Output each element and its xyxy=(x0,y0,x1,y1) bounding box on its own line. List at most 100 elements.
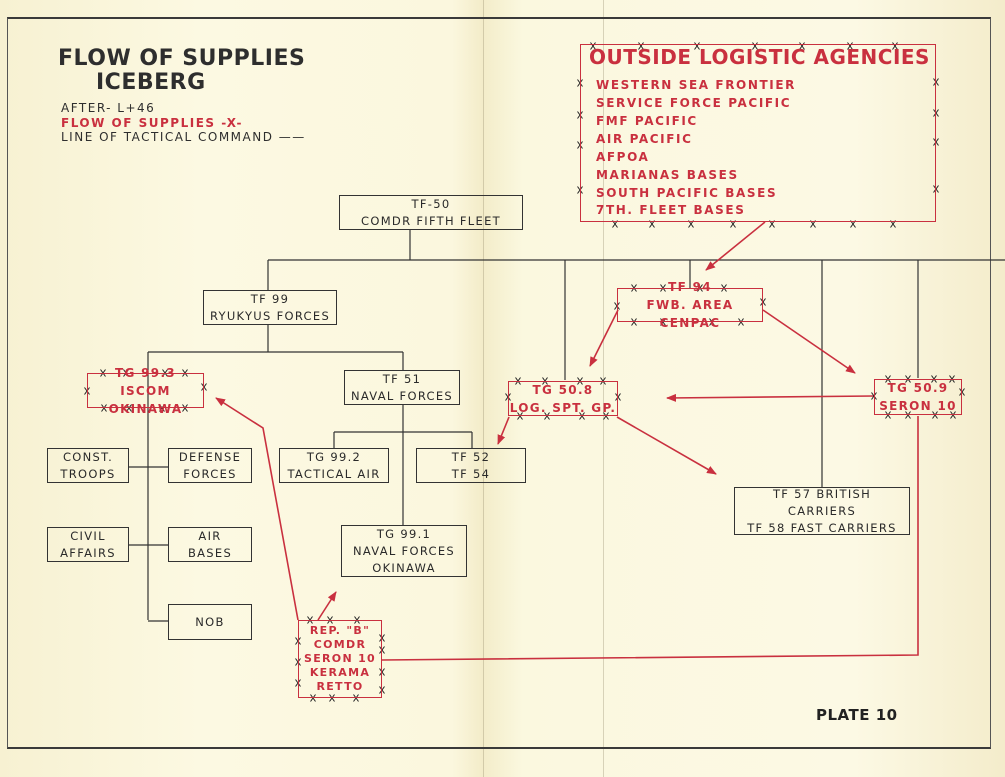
node-const-troops[interactable]: CONST. TROOPS xyxy=(47,448,129,483)
x-mark xyxy=(950,411,956,419)
node-label: NOB xyxy=(195,614,225,629)
x-mark xyxy=(799,42,805,50)
diagram-title-line2: ICEBERG xyxy=(96,70,206,95)
node-tg509-seron-10[interactable]: TG 50.9 SERON 10 xyxy=(874,379,962,415)
node-nob[interactable]: NOB xyxy=(168,604,252,640)
x-mark xyxy=(885,411,891,419)
node-label: TF 51 xyxy=(382,371,422,386)
x-mark xyxy=(544,412,550,420)
node-label: TF 58 FAST CARRIERS xyxy=(747,520,897,535)
plate-number: PLATE 10 xyxy=(816,706,898,724)
node-label: TG 50.9 xyxy=(887,381,949,395)
x-mark xyxy=(615,393,621,401)
node-tf51-naval-forces[interactable]: TF 51 NAVAL FORCES xyxy=(344,370,460,405)
x-mark xyxy=(603,412,609,420)
x-mark xyxy=(579,412,585,420)
node-tf52-tf54[interactable]: TF 52 TF 54 xyxy=(416,448,526,483)
node-label: SERON 10 xyxy=(303,652,376,665)
node-tf99-ryukyus-forces[interactable]: TF 99 RYUKYUS FORCES xyxy=(203,290,337,325)
x-mark xyxy=(892,42,898,50)
node-tg992-tactical-air[interactable]: TG 99.2 TACTICAL AIR xyxy=(279,448,389,483)
x-mark xyxy=(638,42,644,50)
supply-line xyxy=(381,416,919,661)
x-mark xyxy=(310,694,316,702)
agency-item: SOUTH PACIFIC BASES xyxy=(596,186,778,200)
x-mark xyxy=(760,298,766,306)
node-air-bases[interactable]: AIR BASES xyxy=(168,527,252,562)
node-label: TROOPS xyxy=(60,466,116,481)
node-label: OKINAWA xyxy=(372,560,436,575)
node-defense-forces[interactable]: DEFENSE FORCES xyxy=(168,448,252,483)
x-mark xyxy=(694,42,700,50)
x-mark xyxy=(126,404,132,412)
node-label: NAVAL FORCES xyxy=(352,543,456,558)
legend-line-of-tactical-command: LINE OF TACTICAL COMMAND —— xyxy=(61,130,306,144)
supply-arrow xyxy=(705,221,766,271)
node-label: COMDR xyxy=(313,638,367,651)
node-label: COMDR FIFTH FLEET xyxy=(361,213,501,228)
node-label: CARRIERS xyxy=(787,503,857,518)
fold-line xyxy=(603,0,604,777)
x-mark xyxy=(182,404,188,412)
node-label: TG 99.2 xyxy=(306,449,362,464)
outside-logistic-agencies-box: OUTSIDE LOGISTIC AGENCIES xyxy=(580,44,936,222)
node-label: KERAMA xyxy=(309,666,371,679)
node-tg508-log-spt-gp[interactable]: TG 50.8 LOG. SPT. GP. xyxy=(508,381,618,416)
node-label: LOG. SPT. GP. xyxy=(509,400,617,415)
x-mark xyxy=(353,694,359,702)
node-civil-affairs[interactable]: CIVIL AFFAIRS xyxy=(47,527,129,562)
node-label: TF 52 xyxy=(451,449,491,464)
agency-item: AFPOA xyxy=(596,150,650,164)
node-label: ISCOM OKINAWA xyxy=(108,383,183,416)
node-label: TG 99.3 xyxy=(115,365,176,380)
x-mark xyxy=(101,404,107,412)
node-label: TG 99.1 xyxy=(376,526,432,541)
x-mark xyxy=(379,686,385,694)
node-label: TG 50.8 xyxy=(532,382,594,397)
x-mark xyxy=(738,318,744,326)
node-label: NAVAL FORCES xyxy=(350,388,454,403)
node-label: RETTO xyxy=(316,680,364,693)
x-mark xyxy=(379,668,385,676)
node-label: CONST. xyxy=(62,449,114,464)
node-label: TF 54 xyxy=(451,466,491,481)
x-mark xyxy=(201,383,207,391)
x-mark xyxy=(933,185,939,193)
outside-agencies-title: OUTSIDE LOGISTIC AGENCIES xyxy=(589,45,930,69)
node-tg993-iscom-okinawa[interactable]: TG 99.3 ISCOM OKINAWA xyxy=(87,366,204,416)
node-label: DEFENSE xyxy=(178,449,242,464)
x-mark xyxy=(709,318,715,326)
node-tf57-tf58-carriers[interactable]: TF 57 BRITISH CARRIERS TF 58 FAST CARRIE… xyxy=(734,487,910,535)
node-label: TF 57 BRITISH xyxy=(772,486,872,501)
node-tf50-comdr-fifth-fleet[interactable]: TF-50 COMDR FIFTH FLEET xyxy=(339,195,523,230)
agency-item: 7TH. FLEET BASES xyxy=(596,203,746,217)
node-label: FWB. AREA CENPAC xyxy=(646,298,734,330)
fold-line xyxy=(483,0,484,777)
x-mark xyxy=(752,42,758,50)
diagram-title-line1: FLOW OF SUPPLIES xyxy=(58,46,306,71)
supply-arrow xyxy=(317,591,337,621)
supply-arrow xyxy=(762,309,856,374)
agency-item: FMF PACIFIC xyxy=(596,114,698,128)
node-label: SERON 10 xyxy=(879,399,957,413)
node-label: REP. "B" xyxy=(309,624,371,637)
node-rep-b-comdr-seron-10-kerama-retto[interactable]: REP. "B" COMDR SERON 10 KERAMA RETTO xyxy=(298,620,382,698)
node-label: RYUKYUS FORCES xyxy=(209,308,331,323)
x-mark xyxy=(517,412,523,420)
x-mark xyxy=(959,388,965,396)
x-mark xyxy=(379,634,385,642)
node-tf94-fwb-area-cenpac[interactable]: TF 94 FWB. AREA CENPAC xyxy=(617,280,763,330)
node-label: TACTICAL AIR xyxy=(287,466,381,481)
x-mark xyxy=(631,318,637,326)
supply-arrow xyxy=(616,416,717,475)
node-label: TF-50 xyxy=(411,196,451,211)
x-mark xyxy=(933,109,939,117)
page-frame xyxy=(7,17,991,749)
legend-flow-of-supplies: FLOW OF SUPPLIES -X- xyxy=(61,116,243,130)
x-mark xyxy=(932,411,938,419)
x-mark xyxy=(847,42,853,50)
node-tg991-naval-forces-okinawa[interactable]: TG 99.1 NAVAL FORCES OKINAWA xyxy=(341,525,467,577)
supply-lines xyxy=(215,221,919,661)
